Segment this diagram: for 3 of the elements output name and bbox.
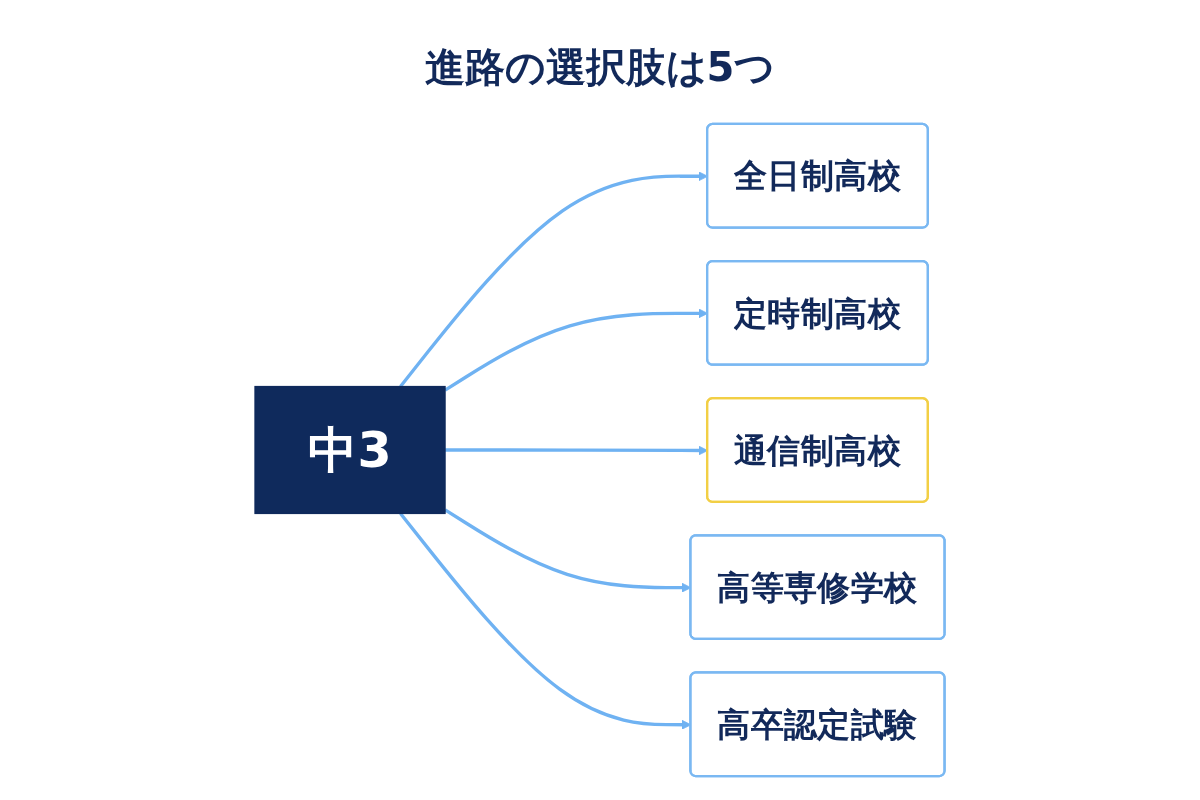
flowchart: 中3 全日制高校 定時制高校 通信制高校 高等専修学校 高卒認定試験 — [246, 115, 954, 785]
title: 進路の選択肢は5つ — [423, 43, 777, 92]
node-box — [254, 385, 446, 515]
